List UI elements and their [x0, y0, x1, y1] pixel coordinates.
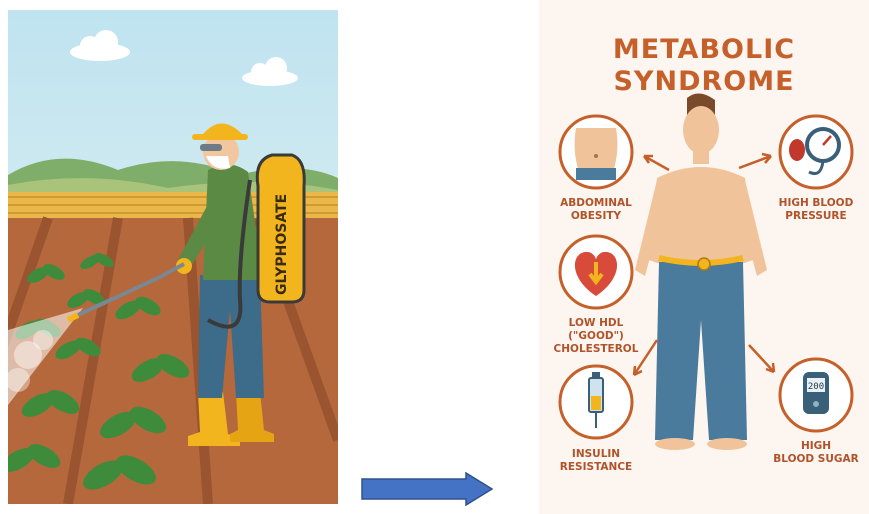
caption-insulin-resistance: INSULIN RESISTANCE [559, 448, 633, 473]
sprayer-icon: GLYPHOSATE [66, 153, 306, 329]
caption-high-blood-sugar: HIGH BLOOD SUGAR [773, 440, 859, 465]
title-line-2: SYNDROME [613, 66, 795, 97]
crop-plants [8, 253, 190, 490]
wheat-texture [8, 196, 338, 214]
belly-icon [574, 128, 618, 180]
caption-low-hdl-cholesterol: LOW HDL ("GOOD") CHOLESTEROL [553, 317, 639, 355]
glucose-meter-icon: 200 [803, 372, 829, 414]
blood-pressure-gauge-icon [789, 127, 841, 176]
man-figure [635, 93, 767, 450]
syringe-icon [588, 372, 604, 428]
metabolic-syndrome-infographic: 200 METABOLIC SYNDROME ABDOMINAL [539, 0, 869, 514]
farmer-spraying-illustration: GLYPHOSATE [8, 10, 338, 504]
spray-mist [8, 308, 83, 405]
tank-label: GLYPHOSATE [274, 194, 290, 295]
meter-reading: 200 [808, 382, 824, 392]
infographic-art: 200 [558, 93, 854, 450]
caption-abdominal-obesity: ABDOMINAL OBESITY [560, 197, 632, 222]
title-line-1: METABOLIC [612, 34, 796, 65]
arrow-shape [361, 472, 494, 506]
connector-arrows [632, 152, 776, 377]
right-arrow-icon [361, 472, 494, 506]
caption-high-blood-pressure: HIGH BLOOD PRESSURE [778, 197, 854, 222]
heart-down-arrow-icon [574, 251, 618, 296]
cloud-icon [70, 30, 298, 86]
